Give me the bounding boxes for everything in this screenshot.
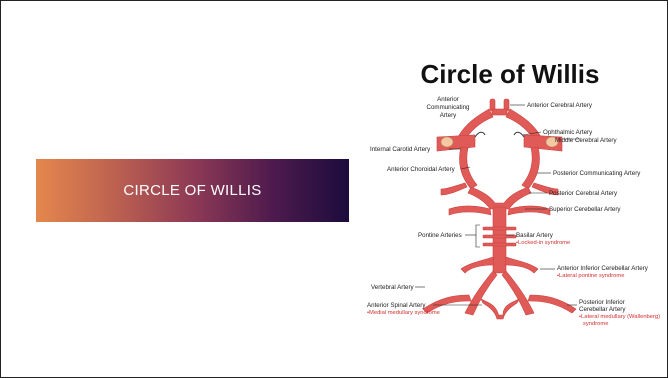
internal-carotid-left bbox=[441, 137, 453, 147]
label-pica-1: Posterior Inferior bbox=[579, 299, 625, 306]
label-acom-1: Anterior bbox=[437, 96, 459, 103]
anterior-spinal bbox=[481, 299, 519, 319]
label-acom-3: Artery bbox=[440, 112, 457, 119]
superior-cerebellar-left bbox=[449, 206, 491, 215]
label-posterior-communicating: Posterior Communicating Artery bbox=[553, 170, 641, 177]
artery-illustration: Anterior Communicating Artery Anterior C… bbox=[357, 59, 663, 363]
label-anterior-cerebral: Anterior Cerebral Artery bbox=[527, 102, 593, 109]
label-acom-2: Communicating bbox=[427, 104, 471, 111]
basilar-artery bbox=[493, 207, 506, 273]
label-locked-in: •Locked-in syndrome bbox=[516, 240, 570, 246]
label-posterior-cerebral: Posterior Cerebral Artery bbox=[549, 190, 618, 197]
label-ophthalmic: Ophthalmic Artery bbox=[543, 129, 593, 136]
slide-title: CIRCLE OF WILLIS bbox=[36, 159, 349, 222]
pontine-branch-2 bbox=[483, 235, 516, 238]
aica-right bbox=[505, 257, 538, 273]
aica-left bbox=[461, 257, 494, 273]
anterior-communicating bbox=[492, 109, 507, 115]
pontine-branch-3 bbox=[483, 243, 516, 246]
circle-of-willis-diagram: Circle of Willis bbox=[357, 59, 663, 363]
label-internal-carotid: Internal Carotid Artery bbox=[370, 146, 431, 153]
label-anterior-spinal: Anterior Spinal Artery bbox=[367, 302, 426, 309]
ophthalmic-right bbox=[514, 132, 524, 137]
label-superior-cerebellar: Superior Cerebellar Artery bbox=[549, 206, 621, 213]
pica-right bbox=[528, 295, 576, 313]
superior-cerebellar-right bbox=[508, 206, 550, 215]
title-banner: CIRCLE OF WILLIS bbox=[36, 159, 349, 222]
pcom-left bbox=[459, 147, 477, 189]
label-lateral-medullary-1: •Lateral medullary (Wallenberg) bbox=[579, 314, 660, 320]
label-aica: Anterior Inferior Cerebellar Artery bbox=[557, 265, 649, 272]
label-lateral-pontine: •Lateral pontine syndrome bbox=[557, 273, 624, 279]
ophthalmic-left bbox=[475, 132, 485, 137]
label-lateral-medullary-2: syndrome bbox=[583, 321, 608, 327]
label-basilar: Basilar Artery bbox=[516, 232, 554, 239]
pcom-right bbox=[522, 147, 540, 189]
label-vertebral: Vertebral Artery bbox=[371, 284, 415, 291]
label-pica-2: Cerebellar Artery bbox=[579, 306, 626, 313]
pontine-branch-1 bbox=[483, 227, 516, 230]
posterior-cerebral-left-branch bbox=[441, 183, 467, 195]
label-middle-cerebral: Middle Cerebral Artery bbox=[555, 137, 617, 144]
label-pontine: Pontine Arteries bbox=[418, 232, 462, 239]
label-medial-medullary: •Medial medullary syndrome bbox=[367, 310, 440, 316]
posterior-cerebral-junction bbox=[468, 187, 531, 209]
label-anterior-choroidal: Anterior Choroidal Artery bbox=[387, 166, 456, 173]
